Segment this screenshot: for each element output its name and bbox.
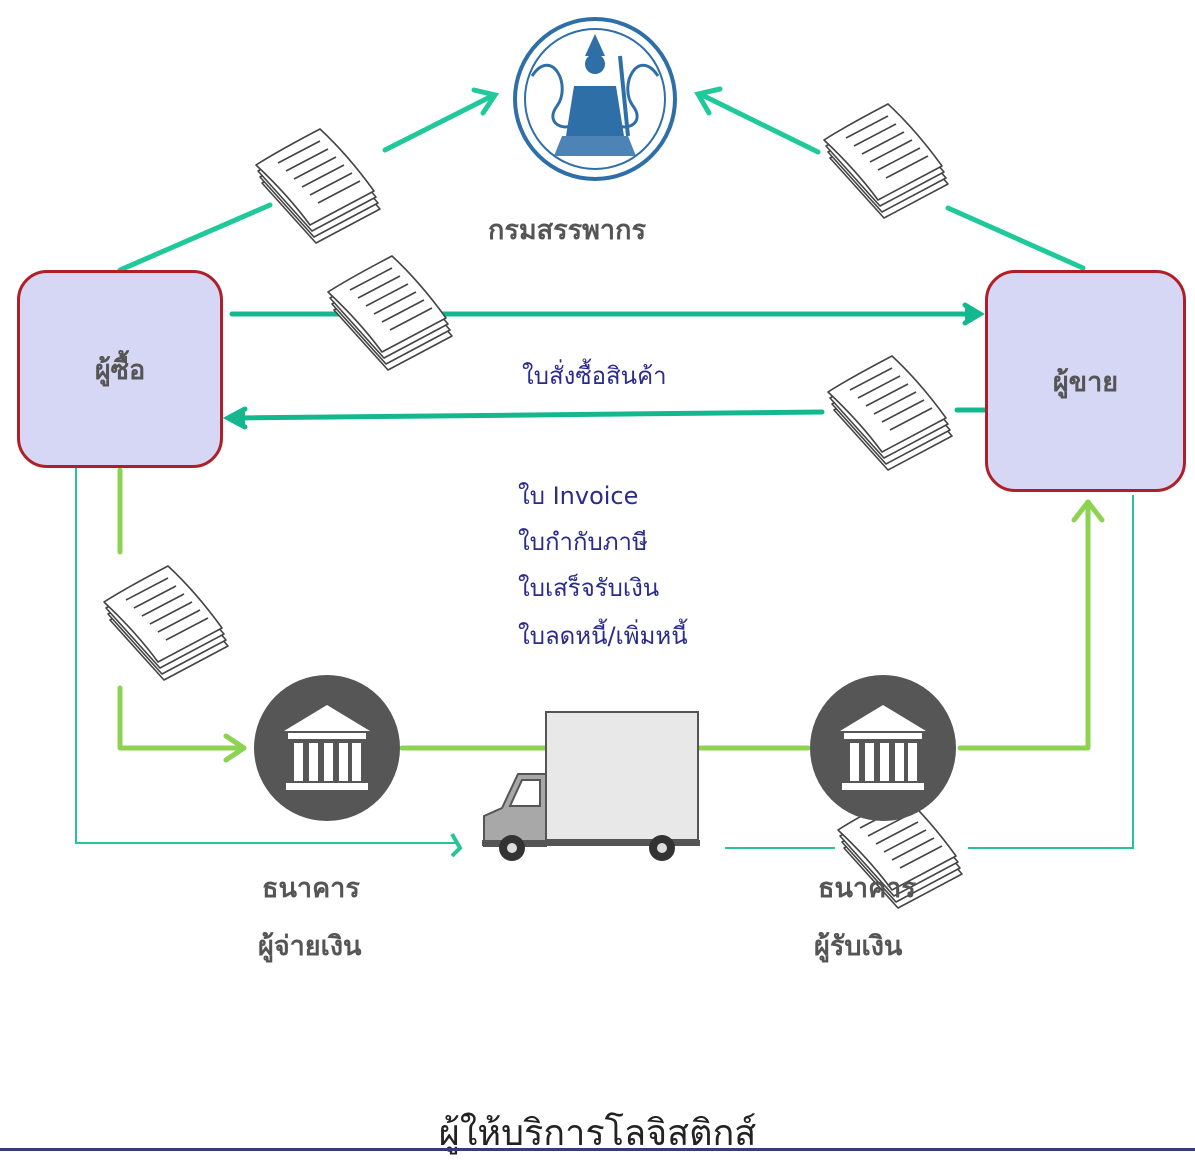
debit-credit-note-label: ใบลดหนี้/เพิ่มหนี้ [518,622,688,650]
buyer-box: ผู้ซื้อ [17,270,223,468]
bottom-divider [0,1148,1195,1151]
payee-bank-line1: ธนาคาร [818,873,916,904]
receipt-label: ใบเสร็จรับเงิน [518,574,660,602]
purchase-order-label: ใบสั่งซื้อสินค้า [522,362,667,390]
payee-bank-line2: ผู้รับเงิน [814,931,903,962]
payee-bank-icon [810,675,956,821]
payer-bank-icon [254,675,400,821]
document-stack-icon [327,255,453,371]
seller-label: ผู้ขาย [1052,366,1119,398]
invoice-label: ใบ Invoice [518,482,639,510]
logistics-provider-label: ผู้ให้บริการโลจิสติกส์ [438,1113,757,1154]
payer-bank-line1: ธนาคาร [262,873,360,904]
document-stack-icon [103,565,229,681]
buyer-label: ผู้ซื้อ [94,354,146,386]
document-stack-icon [827,355,953,471]
logistics-flow-line [75,465,1134,858]
revenue-department-label: กรมสรรพากร [488,215,646,246]
tax-invoice-label: ใบกำกับภาษี [518,528,648,556]
payer-bank-line2: ผู้จ่ายเงิน [258,931,362,962]
buyer-to-revenue-arrow [117,87,500,273]
truck-icon [482,711,700,861]
seal-icon [513,17,677,181]
invoice-return-arrow [222,406,988,430]
document-stack-icon [255,128,381,244]
document-stack-icon [823,103,949,219]
seller-to-revenue-arrow [694,86,1086,271]
seller-box: ผู้ขาย [985,270,1186,492]
